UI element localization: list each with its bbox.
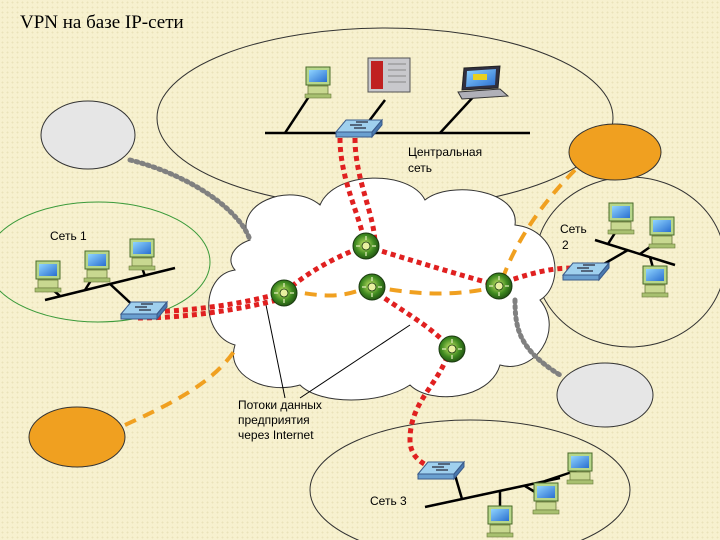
page-title: VPN на базе IP-сети (20, 12, 184, 33)
workstation-icon (34, 260, 62, 293)
network-2-label: 2 (562, 238, 569, 252)
workstation-icon (532, 482, 560, 515)
leased-links (127, 157, 563, 378)
flows-label: через Internet (238, 428, 314, 442)
network-3-boundary (309, 419, 631, 540)
remote-site-orange-bottom-left (28, 406, 126, 468)
remote-site-gray-bottom-right (556, 362, 654, 428)
flows-label: Потоки данных (238, 398, 322, 412)
workstation-icon (641, 265, 669, 298)
router-icon (438, 335, 466, 363)
router-icon (352, 232, 380, 260)
router-icon (270, 279, 298, 307)
net2-switch-icon (562, 262, 610, 281)
network-3-label: Сеть 3 (370, 494, 407, 508)
workstation-icon (648, 216, 676, 249)
router-icon (485, 272, 513, 300)
flows-label: предприятия (238, 413, 310, 427)
network-1-boundary (0, 201, 211, 323)
workstation-icon (304, 66, 332, 99)
network-2-label: Сеть (560, 222, 587, 236)
remote-site-gray-top-left (40, 100, 136, 170)
server-icon (367, 57, 411, 93)
router-icon (358, 273, 386, 301)
remote-site-orange-top-right (568, 123, 662, 181)
workstation-icon (128, 238, 156, 271)
workstation-icon (486, 505, 514, 538)
workstation-icon (83, 250, 111, 283)
callout-lines (264, 299, 411, 399)
network-1-label: Сеть 1 (50, 229, 87, 243)
workstation-icon (607, 202, 635, 235)
laptop-icon (457, 65, 510, 100)
central-network-label: Центральная (408, 145, 482, 159)
net3-switch-icon (417, 461, 465, 480)
central-switch-icon (335, 119, 383, 138)
central-network-label: сеть (408, 161, 432, 175)
workstation-icon (566, 452, 594, 485)
